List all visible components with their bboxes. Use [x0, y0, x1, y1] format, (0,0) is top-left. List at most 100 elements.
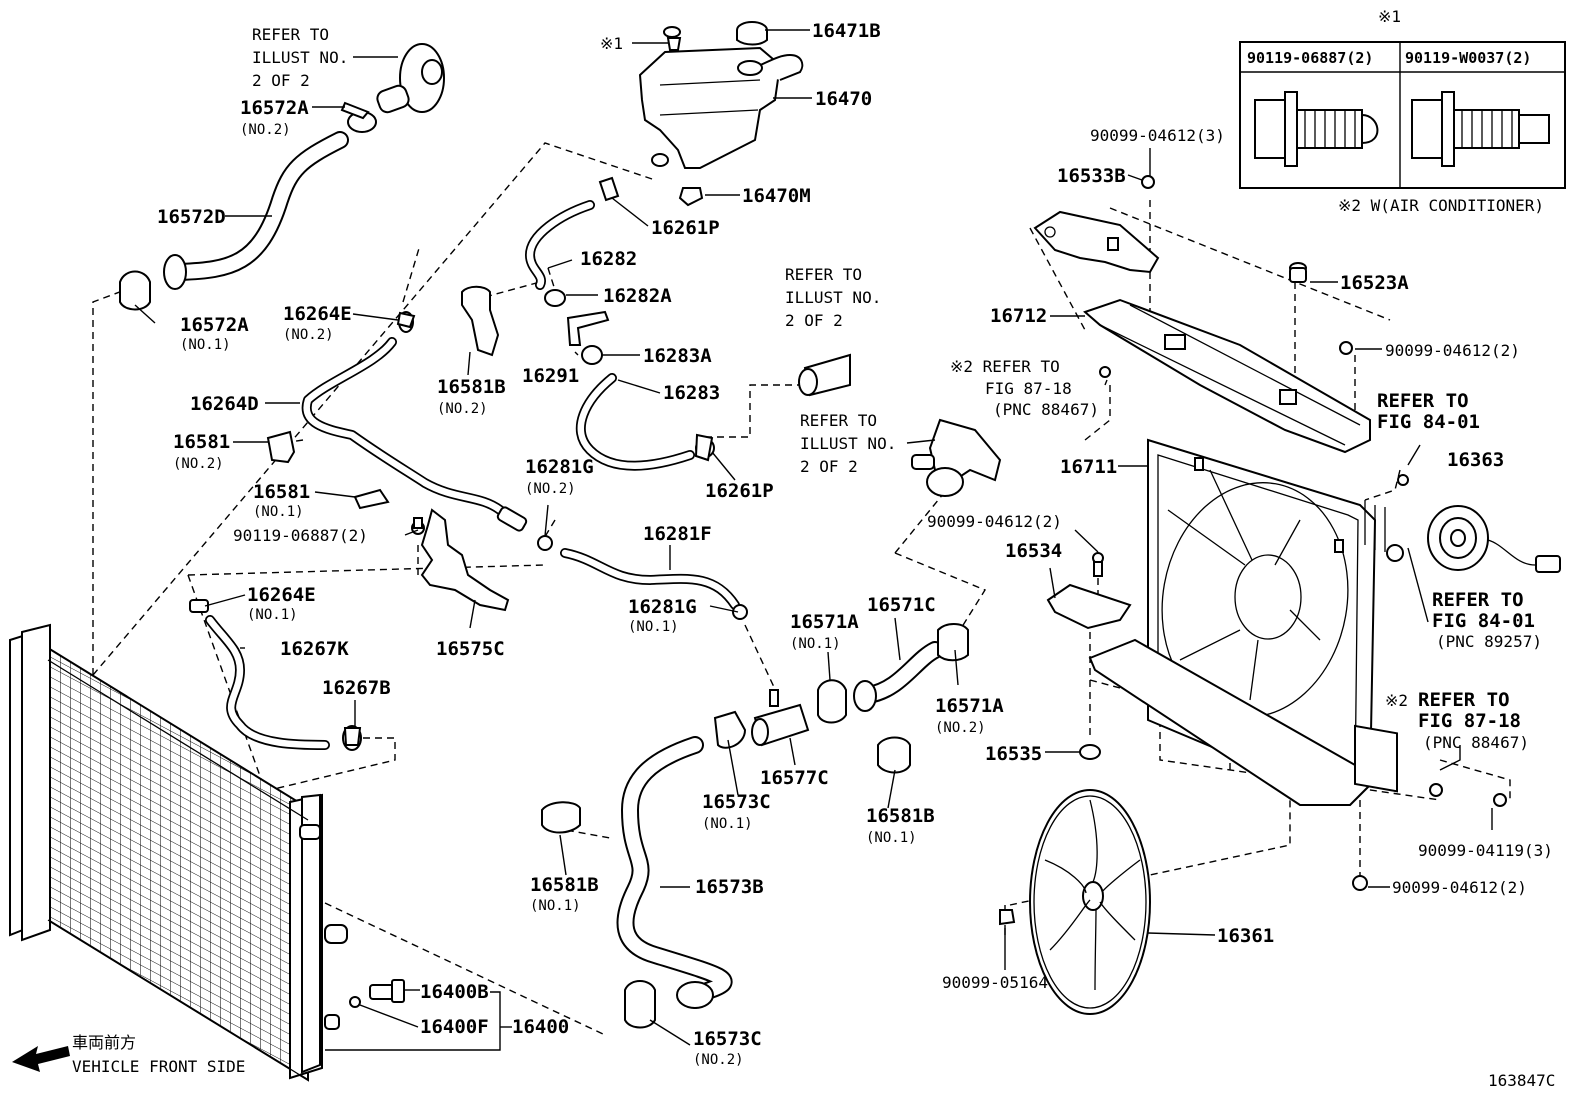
radiator	[9, 623, 348, 1082]
label-16361: 16361	[1217, 925, 1274, 947]
label-ref-fig87b-3: (PNC 88467)	[1423, 733, 1529, 752]
label-90099-04612-3: 90099-04612(3)	[1090, 126, 1225, 145]
label-16267k: 16267K	[280, 638, 349, 660]
label-90099-04612-2c: 90099-04612(2)	[1392, 878, 1527, 897]
label-16291: 16291	[522, 365, 579, 387]
label-16581-no2-sub: (NO.2)	[173, 456, 224, 472]
label-ref-fig87b-2: FIG 87-18	[1418, 710, 1521, 732]
label-16581-no2: 16581	[173, 431, 230, 453]
label-front-en: VEHICLE FRONT SIDE	[72, 1057, 245, 1076]
label-16572a-no2-sub: (NO.2)	[240, 122, 291, 138]
label-16573b: 16573B	[695, 876, 764, 898]
bracket-16534	[1046, 552, 1132, 630]
label-refer-illust-top-2: ILLUST NO.	[252, 48, 348, 67]
upper-radiator-hose-16572d	[119, 43, 445, 311]
label-ref-fig87a-2: FIG 87-18	[985, 379, 1072, 398]
label-refer-mid-2: ILLUST NO.	[785, 288, 881, 307]
label-16711: 16711	[1060, 456, 1117, 478]
label-ref-fig87a-1: ※2 REFER TO	[950, 357, 1060, 376]
leader-lines	[134, 29, 1493, 1051]
hose-16267k	[189, 599, 362, 751]
label-16264e-no1-sub: (NO.1)	[247, 607, 298, 623]
label-tbl-col2: 90119-W0037(2)	[1405, 49, 1531, 67]
vehicle-front-arrow-icon	[12, 1046, 70, 1072]
label-16534: 16534	[1005, 540, 1062, 562]
label-16281f: 16281F	[643, 523, 712, 545]
label-90119-06887: 90119-06887(2)	[233, 526, 368, 545]
label-16400b: 16400B	[420, 981, 489, 1003]
label-16281g-no2-sub: (NO.2)	[525, 481, 576, 497]
label-ref-fig84b-1: REFER TO	[1432, 589, 1524, 611]
drain-cock-16400	[349, 979, 405, 1008]
cushion-16535	[1079, 744, 1101, 760]
bracket-16581b-no2	[461, 285, 500, 357]
label-16261p-bot: 16261P	[705, 480, 774, 502]
label-figure-id: 163847C	[1488, 1071, 1555, 1090]
part-labels: REFER TO ILLUST NO. 2 OF 2 16572A (NO.2)…	[72, 7, 1555, 1090]
label-16571a-no2: 16571A	[935, 695, 1004, 717]
label-refer-mid-3: 2 OF 2	[785, 311, 843, 330]
label-16264e-no1: 16264E	[247, 584, 316, 606]
label-16471b: 16471B	[812, 20, 881, 42]
water-inlet	[911, 418, 1002, 497]
label-16283a: 16283A	[643, 345, 712, 367]
label-refer-low-1: REFER TO	[800, 411, 877, 430]
cooling-fan-16361	[999, 789, 1151, 1015]
label-90099-04612-2b: 90099-04612(2)	[927, 512, 1062, 531]
label-16575c: 16575C	[436, 638, 505, 660]
label-16400f: 16400F	[420, 1016, 489, 1038]
label-16282: 16282	[580, 248, 637, 270]
label-16581b-no1-left: 16581B	[530, 874, 599, 896]
pipe-16577c	[751, 689, 810, 747]
hose-16571c	[817, 623, 969, 774]
label-ref-fig84a-1: REFER TO	[1377, 390, 1469, 412]
hose-16282	[525, 176, 620, 365]
label-16281g-no1: 16281G	[628, 596, 697, 618]
label-16281g-no2: 16281G	[525, 456, 594, 478]
hose-16281f	[537, 535, 748, 620]
label-refer-illust-top-3: 2 OF 2	[252, 71, 310, 90]
label-16573c-no1: 16573C	[702, 791, 771, 813]
label-16581b-no1-right: 16581B	[866, 805, 935, 827]
label-note-ac: ※2 W(AIR CONDITIONER)	[1338, 196, 1544, 215]
label-refer-low-3: 2 OF 2	[800, 457, 858, 476]
label-16571a-no1-sub: (NO.1)	[790, 636, 841, 652]
label-16283: 16283	[663, 382, 720, 404]
label-16535: 16535	[985, 743, 1042, 765]
label-mark1-table: ※1	[1378, 7, 1401, 26]
label-16282a: 16282A	[603, 285, 672, 307]
label-tbl-col1: 90119-06887(2)	[1247, 49, 1373, 67]
label-16470: 16470	[815, 88, 872, 110]
reserve-tank-16470	[638, 21, 804, 207]
label-16470m: 16470M	[742, 185, 811, 207]
pipe-refer-mid	[798, 353, 851, 397]
label-ref-fig84a-2: FIG 84-01	[1377, 411, 1480, 433]
label-16571c: 16571C	[867, 594, 936, 616]
label-16572d: 16572D	[157, 206, 226, 228]
label-16581b-no1-left-sub: (NO.1)	[530, 898, 581, 914]
fan-shroud-16711	[1088, 438, 1377, 807]
label-16264e-no2-sub: (NO.2)	[283, 327, 334, 343]
label-16577c: 16577C	[760, 767, 829, 789]
fan-motor-16363	[1354, 474, 1561, 793]
label-90099-04119: 90099-04119(3)	[1418, 841, 1553, 860]
label-16572a-no1-sub: (NO.1)	[180, 337, 231, 353]
label-16261p-top: 16261P	[651, 217, 720, 239]
small-bolts	[1352, 783, 1507, 891]
label-ref-fig87a-3: (PNC 88467)	[993, 400, 1099, 419]
label-16533b: 16533B	[1057, 165, 1126, 187]
hose-16283	[575, 373, 715, 471]
bracket-16533b	[1033, 175, 1160, 274]
label-16264d: 16264D	[190, 393, 259, 415]
label-front-jp: 車両前方	[72, 1033, 136, 1052]
label-ref-fig84b-2: FIG 84-01	[1432, 610, 1535, 632]
label-16572a-no1: 16572A	[180, 314, 249, 336]
label-16581-no1: 16581	[253, 481, 310, 503]
label-16571a-no2-sub: (NO.2)	[935, 720, 986, 736]
label-ref-fig84b-3: (PNC 89257)	[1436, 632, 1542, 651]
clips-16581	[266, 430, 390, 510]
label-16571a-no1: 16571A	[790, 611, 859, 633]
label-refer-mid-1: REFER TO	[785, 265, 862, 284]
label-16400: 16400	[512, 1016, 569, 1038]
label-16267b: 16267B	[322, 677, 391, 699]
